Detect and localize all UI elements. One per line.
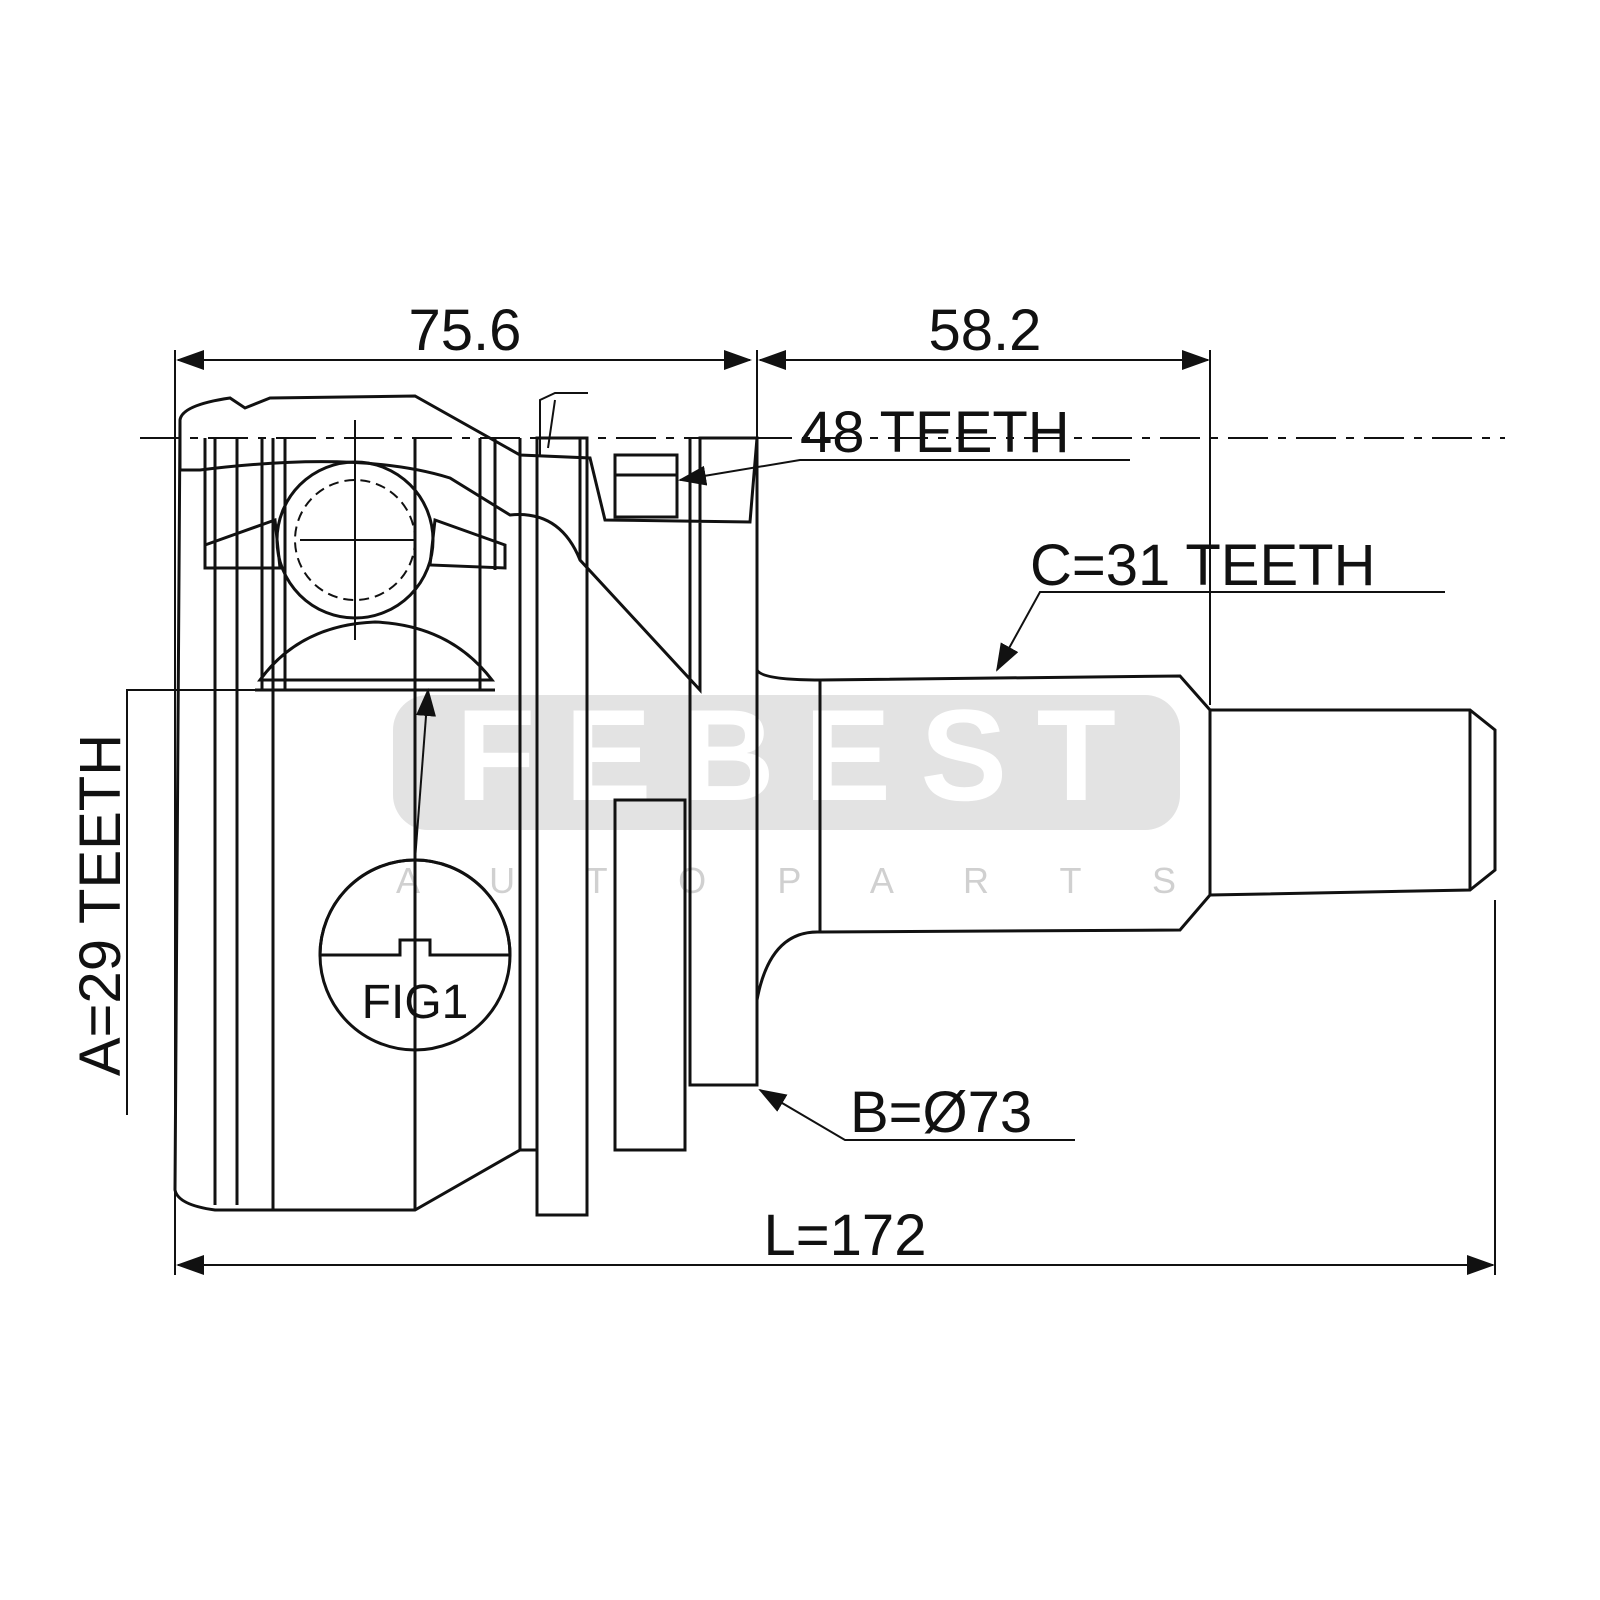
fig1-label: FIG1 [362,976,469,1029]
abs-ring [613,798,687,1152]
body-outline [140,419,1505,1217]
watermark: FEBEST A U T O P A R T S [393,682,1180,901]
label-b-diameter: B=Ø73 [850,1080,1032,1145]
shaft [755,669,1497,1001]
label-c-31-teeth: C=31 TEETH [1030,533,1375,598]
watermark-plate [393,695,1180,830]
dim-75-6: 75.6 [409,298,522,363]
fig1-detail: FIG1 [318,688,512,1052]
label-48-teeth: 48 TEETH [800,400,1070,465]
label-a-29-teeth: A=29 TEETH [68,734,133,1076]
dimensions: 75.6 58.2 48 TEETH C=31 TEETH B=Ø73 A=29… [68,298,1496,1275]
watermark-subtitle: A U T O P A R T S [396,860,1176,901]
dim-length: L=172 [764,1203,927,1268]
dim-58-2: 58.2 [929,298,1042,363]
